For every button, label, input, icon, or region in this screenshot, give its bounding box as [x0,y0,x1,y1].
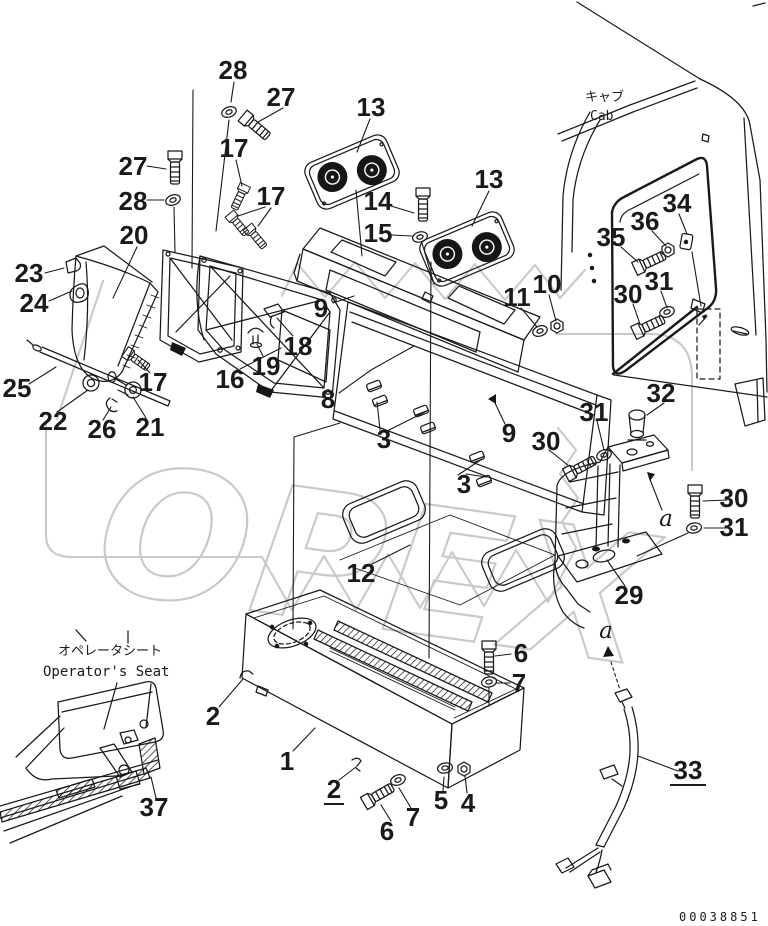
callout-31: 31 [720,512,749,542]
callout-2: 2 [327,774,341,804]
callout-8: 8 [321,384,335,414]
cab-label-ja: キャブ [585,89,624,105]
callout-a: a [599,618,613,644]
part-bracket-rear [159,249,244,363]
callout-31: 31 [580,397,609,427]
part-strip-37 [138,737,161,775]
callout-9: 9 [314,293,328,323]
callout-17: 17 [257,181,286,211]
callout-17: 17 [220,133,249,163]
callout-36: 36 [631,206,660,236]
washer-5 [436,761,454,775]
callout-7: 7 [512,668,526,698]
part-rod-25 [26,339,171,407]
bolt-6-b [359,780,397,811]
callout-10: 10 [533,269,562,299]
callout-11: 11 [503,282,531,312]
plate-34 [679,232,694,251]
callout-12: 12 [347,558,376,588]
callout-27: 27 [119,151,148,181]
callout-7: 7 [406,802,420,832]
callout-23: 23 [15,258,44,288]
callout-21: 21 [136,412,165,442]
bolt-17-b [224,209,252,239]
callout-37: 37 [140,792,169,822]
callout-13: 13 [357,92,386,122]
callout-13: 13 [475,164,504,194]
callout-9: 9 [502,418,516,448]
callout-14: 14 [364,186,393,216]
washer-28-top [219,104,239,120]
callout-30: 30 [720,483,749,513]
callout-29: 29 [615,580,644,610]
part-harness-33 [555,688,639,889]
callout-30: 30 [614,279,643,309]
cab-outline [557,1,768,427]
callout-34: 34 [663,188,692,218]
callout-5: 5 [434,785,448,815]
leader-lines [28,81,728,822]
nut-4 [457,761,471,777]
callout-31: 31 [645,266,674,296]
callout-a: a [659,506,673,532]
callout-27: 27 [267,82,296,112]
callout-15: 15 [364,218,393,248]
washer-28-left [163,192,183,208]
callout-4: 4 [461,788,476,818]
callout-20: 20 [120,220,149,250]
callout-17: 17 [139,367,168,397]
callout-6: 6 [514,638,528,668]
callout-19: 19 [252,351,281,381]
nut-36 [661,242,675,258]
callout-6: 6 [380,816,394,846]
bolt-17-a [228,182,251,212]
fasteners [121,104,703,811]
part-top-cover-panel [293,227,541,373]
callout-1: 1 [280,746,294,776]
operators-seat [0,629,164,844]
doc-number: 00038851 [679,910,761,924]
callout-28: 28 [219,55,248,85]
seat-label-ja: オペレータシート [58,644,162,659]
bolt-27-left [167,150,183,185]
callout-35: 35 [597,222,626,252]
washer-15 [410,229,430,245]
callout-16: 16 [216,364,245,394]
part-floor-panel-1 [239,589,525,789]
part-clip-26 [105,397,118,413]
callout-30: 30 [532,426,561,456]
part-cover-20 [71,245,160,382]
part-hook-23 [65,257,82,274]
bolt-30-c [687,484,703,519]
callout-25: 25 [3,373,32,403]
callout-3: 3 [457,469,471,499]
callout-26: 26 [88,414,117,444]
nut-10 [550,318,564,334]
part-grommet-22 [82,374,100,392]
washer-31-c [685,521,703,535]
seat-label-en: Operator's Seat [43,664,169,680]
cab-label-en: Cab [590,109,614,124]
bolt-17-c [242,222,270,252]
callout-33: 33 [674,755,703,785]
callout-2: 2 [206,701,220,731]
callout-3: 3 [377,424,391,454]
callout-32: 32 [647,378,676,408]
callout-18: 18 [284,331,313,361]
callout-28: 28 [119,186,148,216]
callout-22: 22 [39,406,68,436]
part-gaskets-12 [339,480,565,606]
part-plug-19 [247,327,264,349]
bolt-14 [415,187,431,222]
part-main-panel-8 [332,301,612,516]
part-knob-21 [107,371,142,399]
callout-24: 24 [20,288,49,318]
part-bracket-16 [196,255,341,399]
part-clip-18 [263,303,285,329]
